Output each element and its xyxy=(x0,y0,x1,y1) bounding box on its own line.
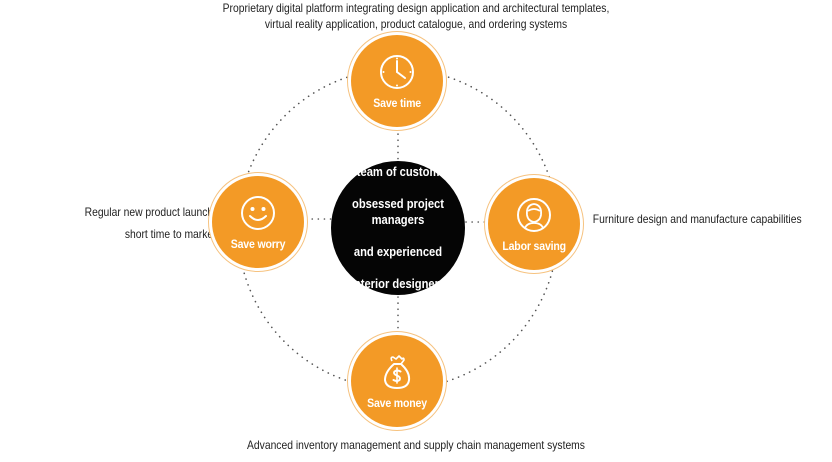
center-text: A team of customer obsessed project mana… xyxy=(340,148,455,308)
money-bag-icon xyxy=(384,355,411,389)
right-description: Furniture design and manufacture capabil… xyxy=(592,212,802,226)
top-description-line-2: virtual reality application, product cat… xyxy=(264,17,568,31)
left-description-line-1: Regular new product launch, xyxy=(84,205,217,219)
save-time-node: Save time xyxy=(351,35,443,127)
save-worry-node: Save worry xyxy=(212,176,304,268)
labor-saving-label: Labor saving xyxy=(502,239,566,253)
smiley-face-icon xyxy=(241,196,275,230)
center-line-2: obsessed project managers xyxy=(352,196,444,227)
save-money-label: Save money xyxy=(367,396,427,410)
save-money-node: Save money xyxy=(351,335,443,427)
save-worry-label: Save worry xyxy=(230,237,286,251)
center-line-1: A team of customer xyxy=(346,164,450,179)
center-team-circle: A team of customer obsessed project mana… xyxy=(331,161,465,295)
save-time-label: Save time xyxy=(373,96,421,110)
top-description-line-1: Proprietary digital platform integrating… xyxy=(222,1,610,15)
center-line-4: interior designers xyxy=(350,276,446,291)
bottom-description: Advanced inventory management and supply… xyxy=(247,438,585,452)
clock-icon xyxy=(380,55,414,89)
center-line-3: and experienced xyxy=(353,244,443,259)
left-description-line-2: short time to market xyxy=(124,227,216,241)
person-icon xyxy=(517,198,551,232)
labor-saving-node: Labor saving xyxy=(488,178,580,270)
